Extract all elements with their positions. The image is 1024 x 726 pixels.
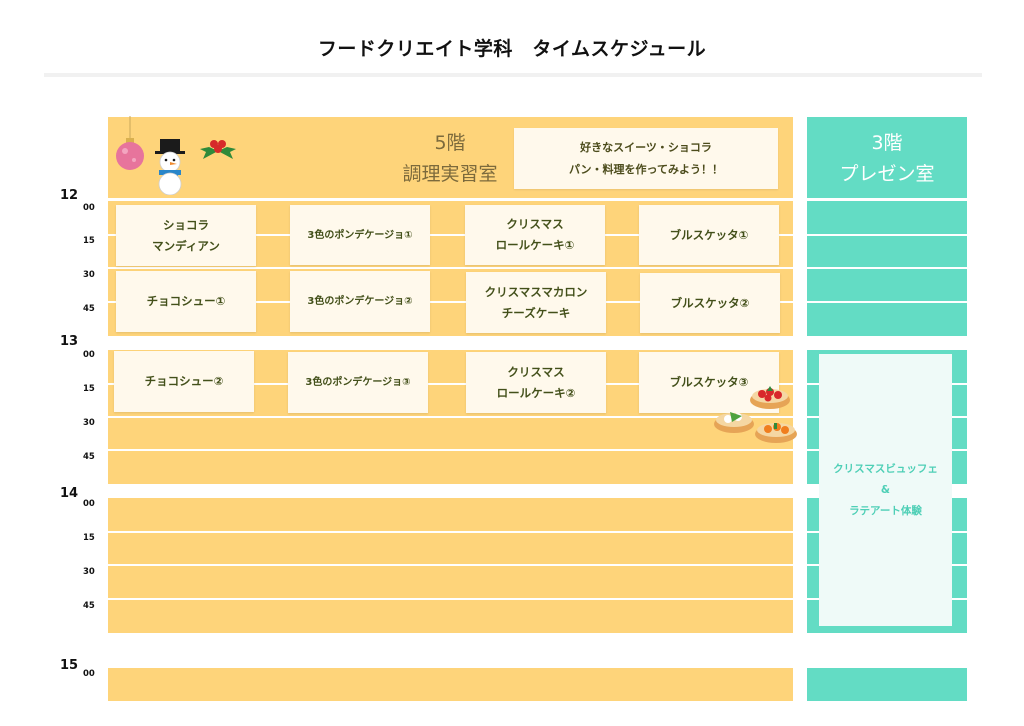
intro-line: 好きなスイーツ・ショコラ	[580, 140, 712, 154]
minute-label: 00	[83, 669, 95, 679]
page-title: フードクリエイト学科 タイムスケジュール	[317, 38, 707, 60]
ornament-icon	[116, 116, 144, 170]
session-card: ブルスケッタ②	[640, 273, 780, 333]
minute-label: 30	[83, 418, 95, 428]
minute-label: 00	[83, 203, 95, 213]
quarter-line	[108, 301, 793, 303]
buffet-subtitle: ラテアート体験	[849, 504, 922, 517]
quarter-line	[108, 234, 793, 236]
presentation-header-band	[807, 117, 967, 198]
quarter-line	[807, 234, 967, 236]
session-card: ショコラ マンディアン	[116, 205, 256, 266]
kitchen-band-15	[108, 668, 793, 701]
minute-label: 15	[83, 384, 95, 394]
quarter-line	[108, 564, 793, 566]
room-5f-name: 調理実習室	[402, 163, 498, 185]
holly-icon	[200, 140, 236, 159]
quarter-line	[108, 449, 793, 451]
session-title: ブルスケッタ①	[669, 227, 749, 242]
minute-label: 45	[83, 601, 95, 611]
room-5f-floor: 5階	[434, 132, 466, 154]
session-card: チョコシュー①	[116, 271, 256, 332]
session-title: 3色のポンデケージョ②	[307, 296, 413, 307]
quarter-line	[807, 301, 967, 303]
presentation-band-15	[807, 668, 967, 701]
buffet-ampersand: &	[880, 483, 891, 496]
session-card: 3色のポンデケージョ③	[288, 352, 428, 413]
intro-line: パン・料理を作ってみよう！！	[569, 162, 723, 176]
minute-label: 15	[83, 533, 95, 543]
session-title: 3色のポンデケージョ①	[307, 229, 413, 241]
session-title: ロールケーキ①	[495, 238, 575, 252]
buffet-event-card: クリスマスビュッフェ & ラテアート体験	[819, 354, 952, 626]
session-title: クリスマスマカロン	[484, 284, 588, 299]
minute-label: 45	[83, 452, 95, 462]
session-title: チーズケーキ	[501, 305, 571, 320]
minute-label: 45	[83, 304, 95, 314]
intro-note: 好きなスイーツ・ショコラ パン・料理を作ってみよう！！	[514, 128, 778, 189]
session-card: ブルスケッタ①	[639, 205, 779, 265]
session-title: ブルスケッタ②	[670, 295, 750, 310]
quarter-line	[108, 416, 793, 418]
buffet-title: クリスマスビュッフェ	[833, 462, 938, 475]
quarter-line	[807, 267, 967, 269]
session-card: チョコシュー②	[114, 351, 254, 412]
bruschetta-icon	[714, 386, 797, 443]
hour-label: 14	[60, 486, 79, 501]
session-card: クリスマス ロールケーキ①	[465, 205, 605, 265]
minute-label: 15	[83, 236, 95, 246]
session-card: クリスマスマカロン チーズケーキ	[466, 272, 606, 333]
session-title: チョコシュー②	[144, 374, 224, 388]
session-title: ショコラ	[163, 217, 209, 232]
session-title: ブルスケッタ③	[669, 375, 749, 389]
session-title: ロールケーキ②	[496, 385, 576, 400]
room-3f-name: プレゼン室	[839, 163, 935, 185]
session-card: 3色のポンデケージョ②	[290, 271, 430, 332]
hour-label: 15	[60, 658, 79, 673]
session-card: 3色のポンデケージョ①	[290, 205, 430, 265]
room-3f-floor: 3階	[871, 132, 903, 154]
room-5f-header: 5階 調理実習室	[388, 128, 512, 190]
hour-label: 13	[60, 334, 79, 349]
session-title: 3色のポンデケージョ③	[305, 377, 411, 388]
session-card: クリスマス ロールケーキ②	[466, 352, 606, 413]
minute-label: 00	[83, 350, 95, 360]
quarter-line	[108, 383, 793, 385]
minute-label: 00	[83, 499, 95, 509]
title-divider	[44, 73, 982, 77]
snowman-icon	[155, 139, 185, 195]
quarter-line	[108, 598, 793, 600]
session-title: チョコシュー①	[146, 294, 226, 308]
minute-label: 30	[83, 567, 95, 577]
session-title: クリスマス	[506, 217, 564, 231]
minute-label: 30	[83, 270, 95, 280]
room-3f-header: 3階 プレゼン室	[808, 128, 966, 190]
session-title: マンディアン	[152, 238, 220, 253]
session-title: クリスマス	[507, 364, 565, 379]
quarter-line	[108, 267, 793, 269]
hour-label: 12	[60, 188, 79, 203]
quarter-line	[108, 531, 793, 533]
